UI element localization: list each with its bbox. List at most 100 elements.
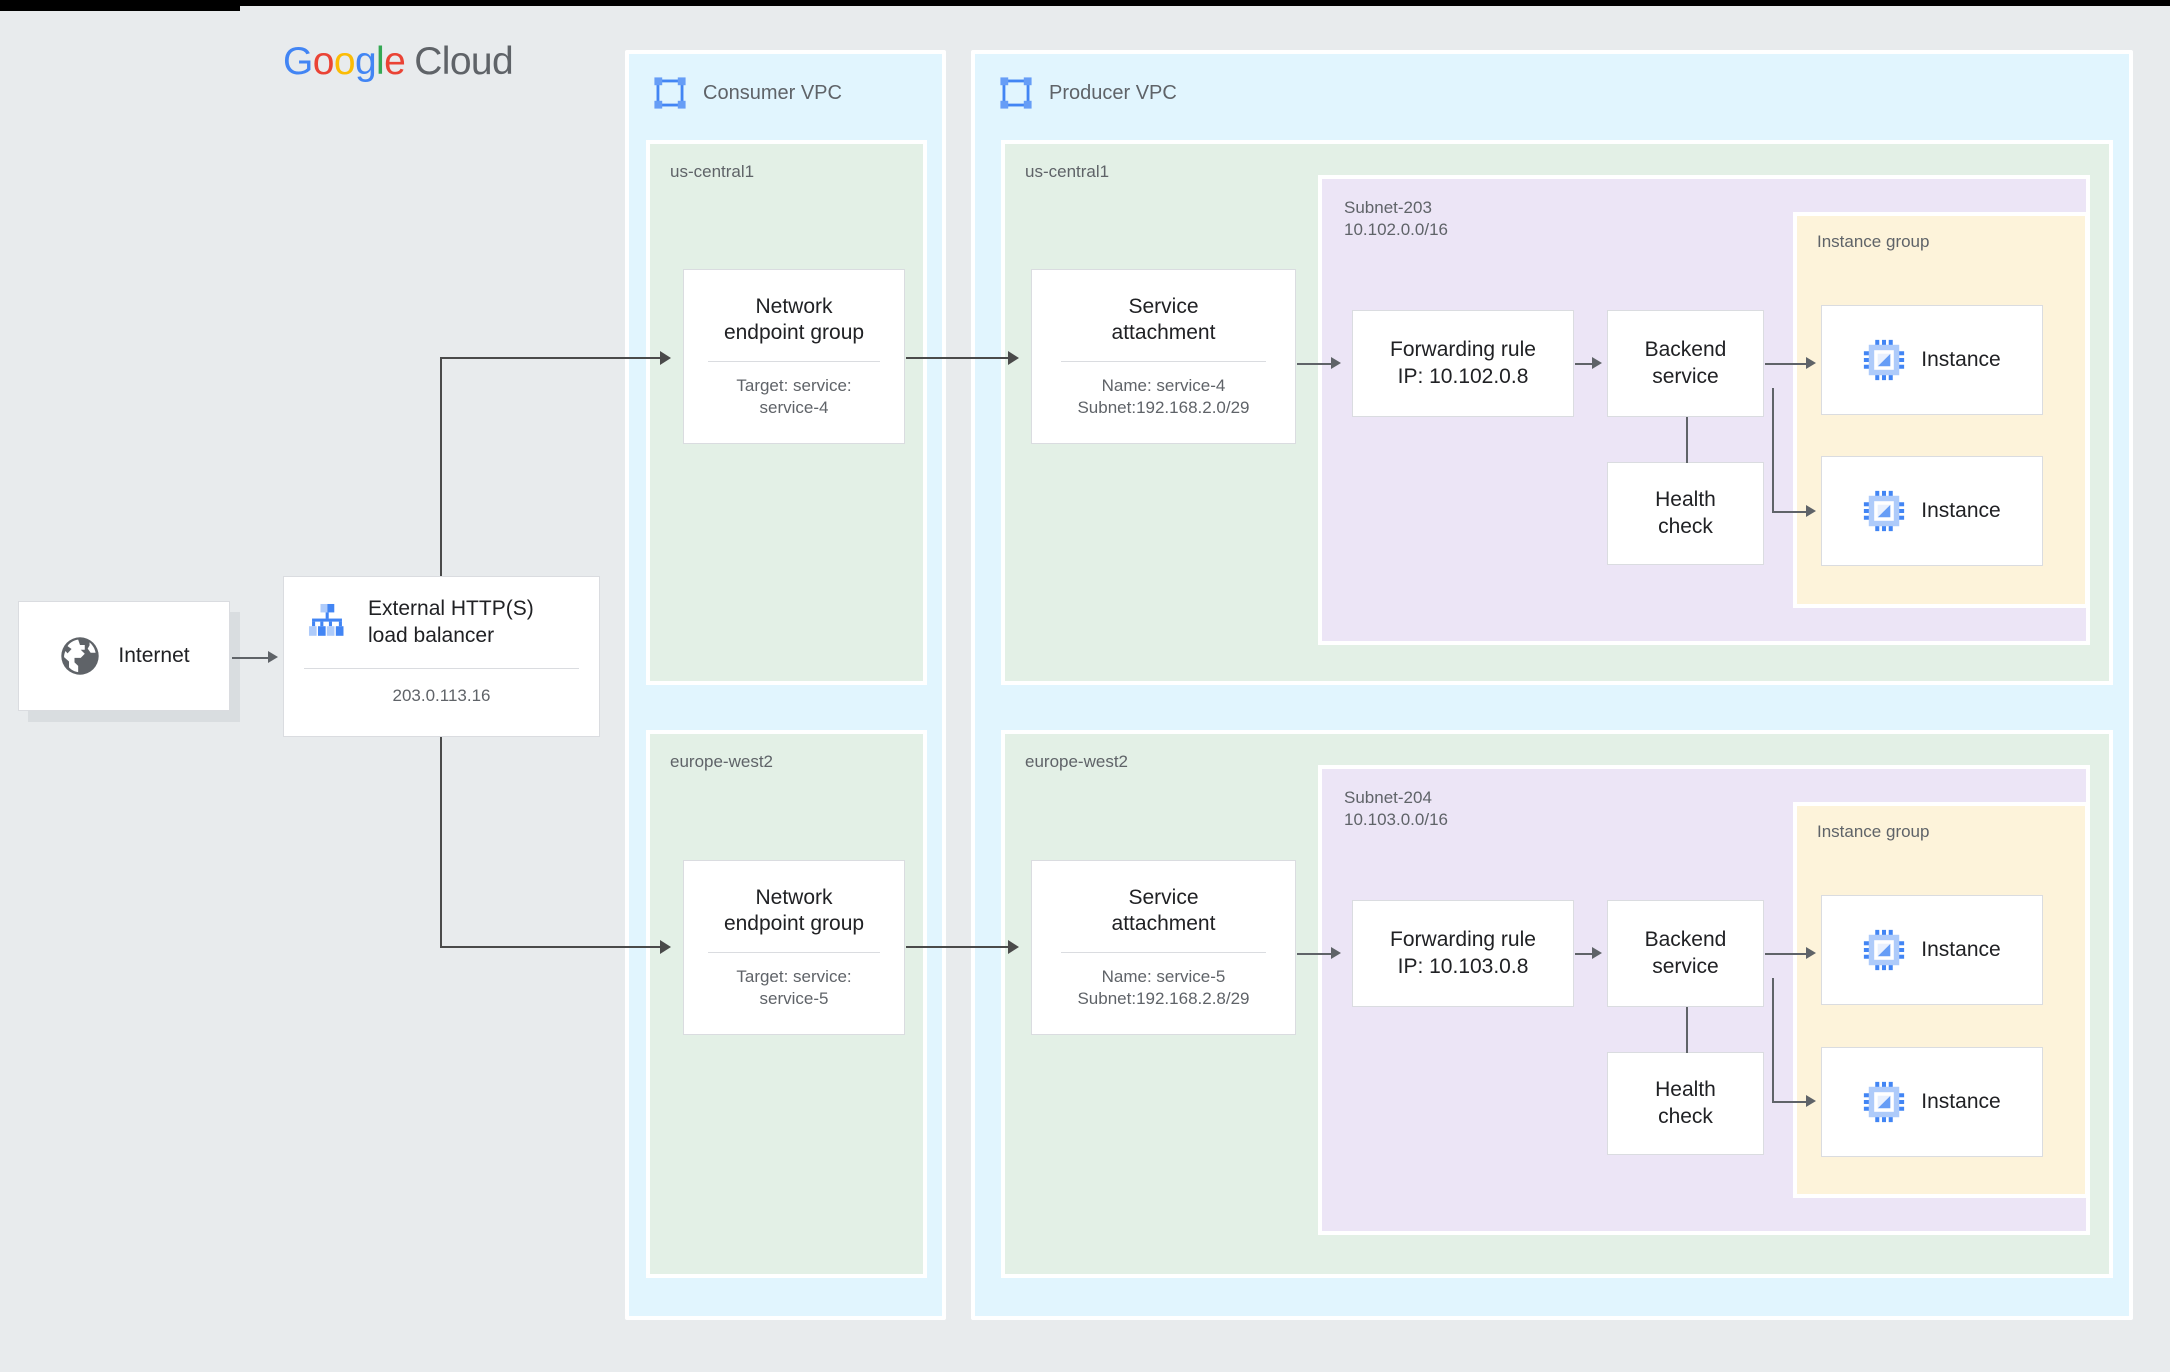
external-http-load-balancer-box[interactable]: External HTTP(S) load balancer 203.0.113… (283, 576, 600, 737)
backend-service-us-central1[interactable]: Backend service (1607, 310, 1764, 417)
neg-title: Network endpoint group (723, 295, 865, 345)
connector-bs1-to-healthcheck1 (1686, 417, 1688, 463)
connector-bs1-to-instance1 (1765, 363, 1810, 365)
producer-vpc-header: Producer VPC (999, 76, 1177, 110)
load-balancer-ip: 203.0.113.16 (392, 685, 491, 705)
instance-europe-west2-1[interactable]: Instance (1821, 895, 2043, 1005)
divider (708, 360, 880, 362)
arrow-neg1-to-sa1 (1008, 351, 1019, 365)
service-attachment-title: Service attachment (1111, 295, 1216, 345)
service-attachment-europe-west2[interactable]: Service attachment Name: service-5 Subne… (1031, 860, 1296, 1035)
internet-label: Internet (118, 643, 190, 667)
service-attachment-title: Service attachment (1111, 886, 1216, 936)
service-attachment-subtitle: Name: service-4 Subnet:192.168.2.0/29 (1077, 375, 1250, 417)
connector-sa2-to-fr2 (1297, 953, 1333, 955)
instance-europe-west2-2[interactable]: Instance (1821, 1047, 2043, 1157)
consumer-vpc-header: Consumer VPC (653, 76, 842, 110)
connector-lb-down-vertical (440, 737, 442, 948)
load-balancer-hierarchy-icon (304, 599, 350, 645)
instance-label: Instance (1921, 937, 2001, 961)
arrow-bs1-to-instance2 (1806, 505, 1816, 517)
arrow-lb-to-neg1 (660, 351, 671, 365)
connector-internet-to-lb (232, 657, 270, 659)
instance-us-central1-1[interactable]: Instance (1821, 305, 2043, 415)
vpc-network-icon (999, 76, 1033, 110)
connector-bs2-to-instance1 (1765, 953, 1810, 955)
health-check-us-central1[interactable]: Health check (1607, 462, 1764, 565)
vpc-network-icon (653, 76, 687, 110)
backend-service-title: Backend service (1644, 928, 1727, 978)
connector-bs1-to-instance2-horizontal (1772, 511, 1810, 513)
load-balancer-title: External HTTP(S) load balancer (368, 597, 534, 648)
cpu-chip-icon (1863, 339, 1905, 381)
instance-group-label: Instance group (1817, 822, 1930, 841)
connector-lb-to-neg2-horizontal (440, 946, 662, 948)
top-black-bar-left (0, 0, 240, 11)
instance-label: Instance (1921, 347, 2001, 371)
logo-letter-l: l (376, 40, 385, 83)
subnet-label: Subnet-204 10.103.0.0/16 (1344, 788, 1448, 829)
arrow-sa2-to-fr2 (1331, 947, 1341, 959)
region-label: us-central1 (1025, 162, 1110, 181)
connector-bs2-to-healthcheck2 (1686, 1007, 1688, 1053)
consumer-vpc-title: Consumer VPC (703, 81, 842, 104)
forwarding-rule-10-103-0-8[interactable]: Forwarding rule IP: 10.103.0.8 (1352, 900, 1574, 1007)
service-attachment-us-central1[interactable]: Service attachment Name: service-4 Subne… (1031, 269, 1296, 444)
divider (1060, 951, 1267, 953)
neg-subtitle: Target: service: service-4 (736, 375, 852, 417)
connector-neg2-to-sa2 (906, 946, 1010, 948)
network-endpoint-group-us-central1[interactable]: Network endpoint group Target: service: … (683, 269, 905, 444)
arrow-sa1-to-fr1 (1331, 357, 1341, 369)
divider (304, 667, 579, 669)
producer-vpc-title: Producer VPC (1049, 81, 1177, 104)
arrow-lb-to-neg2 (660, 940, 671, 954)
region-label: europe-west2 (1025, 752, 1129, 771)
logo-letter-g2: g (354, 40, 377, 83)
instance-label: Instance (1921, 498, 2001, 522)
internet-box[interactable]: Internet (18, 601, 230, 711)
connector-bs2-to-instance2-horizontal (1772, 1101, 1810, 1103)
instance-group-label: Instance group (1817, 232, 1930, 251)
connector-bs2-down-to-instance2 (1772, 978, 1774, 1102)
connector-lb-up-vertical (440, 358, 442, 576)
divider (708, 951, 880, 953)
neg-title: Network endpoint group (723, 886, 865, 936)
load-balancer-header: External HTTP(S) load balancer (304, 595, 579, 650)
logo-letter-o2: o (333, 40, 356, 83)
region-label: us-central1 (670, 162, 755, 181)
arrow-neg2-to-sa2 (1008, 940, 1019, 954)
health-check-title: Health check (1655, 488, 1716, 538)
forwarding-rule-title: Forwarding rule IP: 10.102.0.8 (1390, 338, 1536, 388)
arrow-bs2-to-instance2 (1806, 1095, 1816, 1107)
logo-letter-g: G (283, 40, 313, 83)
forwarding-rule-title: Forwarding rule IP: 10.103.0.8 (1390, 928, 1536, 978)
cpu-chip-icon (1863, 1081, 1905, 1123)
instance-label: Instance (1921, 1089, 2001, 1113)
arrow-bs2-to-instance1 (1806, 947, 1816, 959)
backend-service-title: Backend service (1644, 338, 1727, 388)
divider (1060, 360, 1267, 362)
cpu-chip-icon (1863, 929, 1905, 971)
health-check-title: Health check (1655, 1078, 1716, 1128)
connector-bs1-down-to-instance2 (1772, 388, 1774, 512)
network-endpoint-group-europe-west2[interactable]: Network endpoint group Target: service: … (683, 860, 905, 1035)
globe-icon (58, 634, 102, 678)
arrow-fr2-to-bs2 (1592, 947, 1602, 959)
forwarding-rule-10-102-0-8[interactable]: Forwarding rule IP: 10.102.0.8 (1352, 310, 1574, 417)
connector-lb-to-neg1-horizontal (440, 357, 662, 359)
instance-us-central1-2[interactable]: Instance (1821, 456, 2043, 566)
subnet-label: Subnet-203 10.102.0.0/16 (1344, 198, 1448, 239)
backend-service-europe-west2[interactable]: Backend service (1607, 900, 1764, 1007)
arrow-fr1-to-bs1 (1592, 357, 1602, 369)
connector-sa1-to-fr1 (1297, 363, 1333, 365)
top-black-bar-right (240, 0, 2170, 6)
health-check-europe-west2[interactable]: Health check (1607, 1052, 1764, 1155)
cpu-chip-icon (1863, 490, 1905, 532)
connector-fr2-to-bs2 (1575, 953, 1596, 955)
arrow-internet-to-lb (268, 651, 278, 663)
logo-letter-o1: o (312, 40, 335, 83)
service-attachment-subtitle: Name: service-5 Subnet:192.168.2.8/29 (1077, 966, 1250, 1008)
connector-fr1-to-bs1 (1575, 363, 1596, 365)
connector-neg1-to-sa1 (906, 357, 1010, 359)
